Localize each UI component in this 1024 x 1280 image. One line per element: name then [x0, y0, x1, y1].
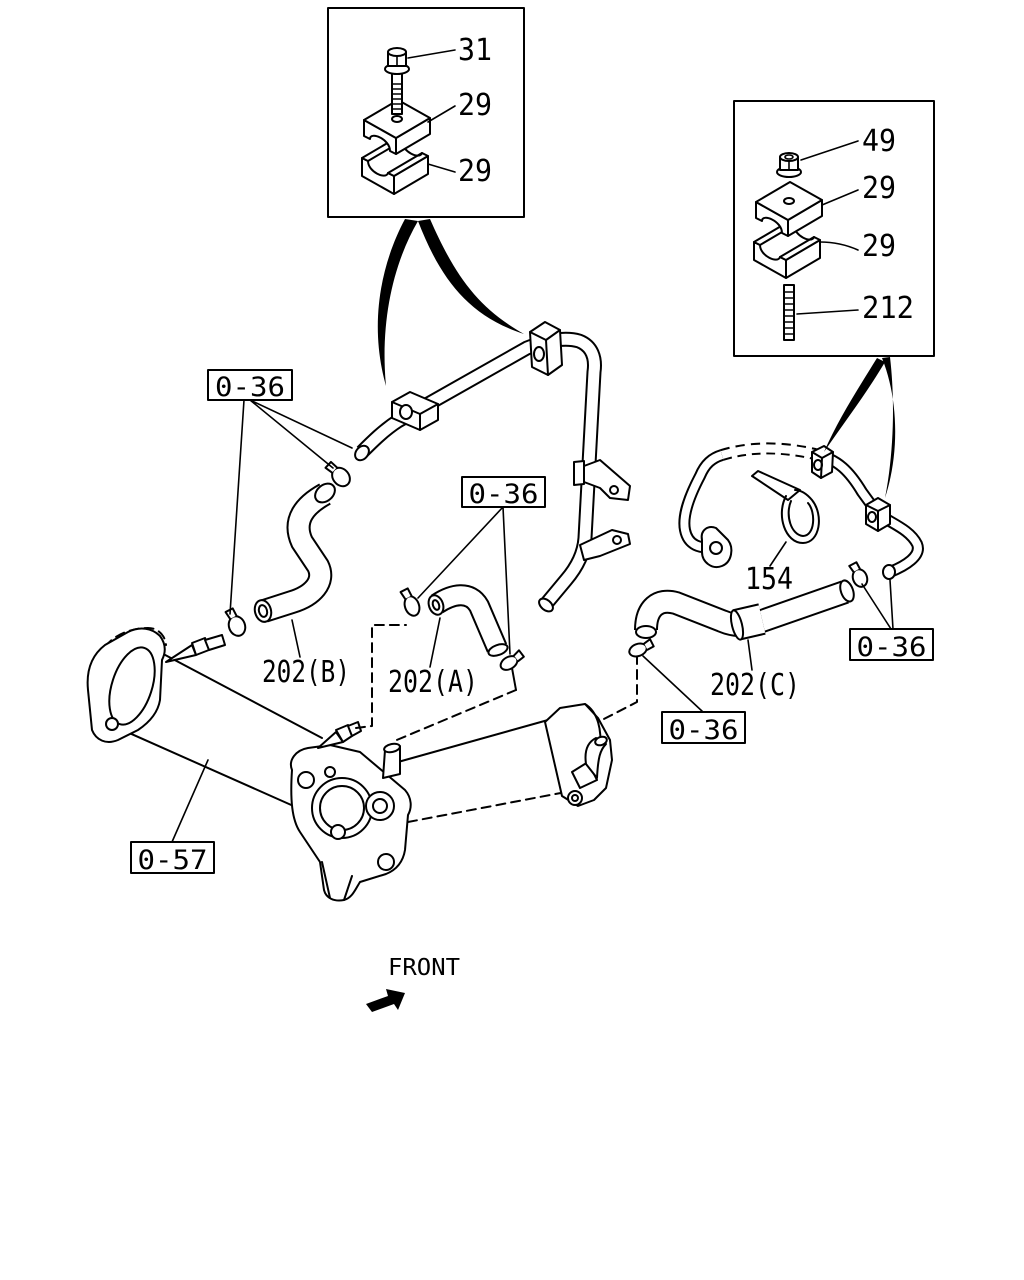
- clamp-upper-part: [755, 181, 823, 237]
- callout-clamp-upper: 29: [458, 88, 492, 123]
- part-label-154: 154: [745, 562, 793, 597]
- pipe-bracket: [579, 529, 631, 561]
- leader-line: [796, 309, 859, 315]
- leader-line: [769, 541, 787, 567]
- pipe-stub: [382, 742, 401, 779]
- pipe-clamp-block: [811, 445, 834, 479]
- hidden-connection-line: [511, 667, 517, 691]
- callout-stud: 212: [862, 291, 914, 326]
- hidden-connection-line: [391, 689, 517, 743]
- part-label-202c: 202(C): [710, 668, 800, 703]
- hose-clamp: [224, 607, 247, 637]
- leader-line: [407, 49, 456, 59]
- inset-frame: [327, 7, 525, 218]
- pipe-bracket: [573, 459, 631, 501]
- ref-box-0-36-upper-left: 0-36: [207, 369, 353, 615]
- pipe-clamp-block: [391, 391, 439, 431]
- nipple-fitting-center: [317, 721, 362, 749]
- port-fitting: [567, 790, 583, 806]
- callout-clamp-upper: 29: [862, 171, 896, 206]
- hose-clamp: [399, 587, 421, 617]
- leader-line: [427, 163, 456, 173]
- cooler-end-cap: [544, 703, 613, 807]
- housing-bolt: [377, 853, 395, 871]
- ref-label: 0-57: [138, 845, 208, 876]
- hidden-connection-line: [355, 624, 407, 729]
- flange-bolt-hole: [105, 717, 119, 731]
- cable-tie-154: [751, 470, 820, 544]
- pipe-clamp-block: [865, 497, 891, 532]
- pipe-clamp-block: [529, 321, 563, 376]
- bolt: [384, 47, 410, 115]
- hose-202c: [634, 579, 855, 641]
- ref-box-0-57: 0-57: [130, 759, 215, 876]
- front-arrow-icon: [366, 989, 405, 1012]
- ref-label: 0-36: [669, 715, 739, 746]
- callout-bolt: 31: [458, 33, 492, 68]
- hose-202b: [253, 482, 336, 623]
- leader-line: [819, 241, 859, 251]
- callout-clamp-lower: 29: [862, 229, 896, 264]
- ref-box-0-36-lower: 0-36: [642, 655, 746, 746]
- ref-box-0-36-center: 0-36: [417, 476, 546, 655]
- housing-bolt: [297, 771, 315, 789]
- hidden-connection-line: [601, 654, 638, 721]
- leader-line: [821, 189, 859, 206]
- callout-clamp-lower: 29: [458, 154, 492, 189]
- detail-inset-right: 49 29 29 212: [733, 100, 935, 357]
- clamp-upper-part: [363, 99, 431, 155]
- right-steel-pipe: [678, 442, 924, 580]
- leader-line: [427, 105, 456, 123]
- hose-clamp: [628, 638, 655, 658]
- nipple-fitting-left: [165, 634, 226, 663]
- ref-box-0-36-right: 0-36: [849, 579, 934, 663]
- cooler-right-cylinder: [397, 703, 613, 823]
- leader-line: [429, 617, 441, 668]
- hose-202a: [427, 584, 509, 657]
- nut: [776, 152, 802, 178]
- ref-label: 0-36: [857, 632, 927, 663]
- cooler-left-cylinder: [86, 627, 323, 809]
- detail-inset-left: 31 29 29: [327, 7, 525, 218]
- ref-label: 0-36: [469, 479, 539, 510]
- leader-line: [747, 639, 753, 671]
- housing-bolt: [324, 766, 336, 778]
- callout-bracket-right: [824, 357, 896, 498]
- leader-line: [291, 619, 301, 658]
- leader-line: [800, 140, 859, 161]
- inset-frame: [733, 100, 935, 357]
- hose-clamp: [499, 649, 525, 671]
- callout-bracket-left: [377, 219, 524, 386]
- pipe-flange: [700, 526, 733, 568]
- part-label-202a: 202(A): [388, 665, 478, 700]
- housing-bolt: [330, 824, 346, 840]
- stud: [783, 284, 795, 341]
- callout-nut: 49: [862, 124, 896, 159]
- ref-label: 0-36: [215, 372, 285, 403]
- front-label: FRONT: [388, 955, 460, 981]
- part-label-202b: 202(B): [262, 655, 350, 690]
- hose-clamp: [848, 561, 869, 588]
- center-housing: [290, 744, 412, 902]
